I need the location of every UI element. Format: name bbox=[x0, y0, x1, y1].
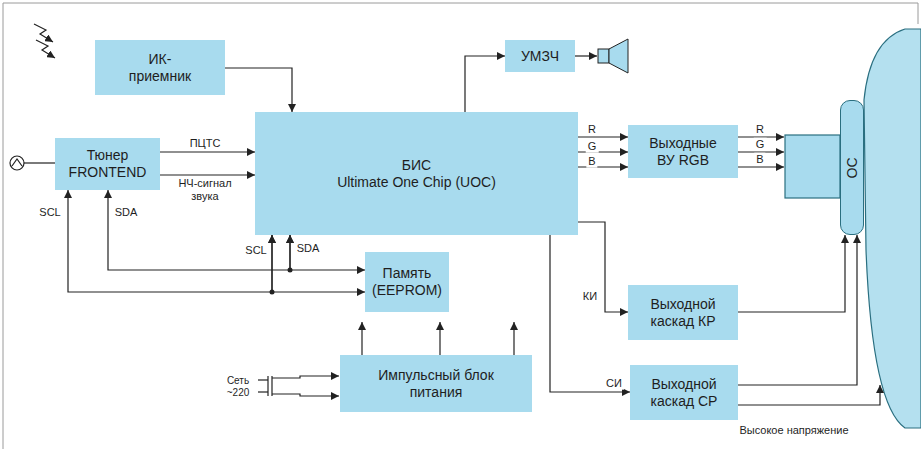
signal-label: G bbox=[586, 140, 599, 153]
frame bbox=[3, 3, 918, 449]
connector bbox=[225, 68, 292, 112]
node-text: Память (EEPROM) bbox=[371, 265, 443, 299]
signal-label: R bbox=[586, 123, 598, 136]
signal-label: ПЦТС bbox=[188, 137, 223, 150]
deflection-yoke: ОС bbox=[840, 100, 864, 235]
node-text: ИК- приемник bbox=[120, 51, 200, 85]
antenna-symbol bbox=[10, 156, 55, 170]
signal-label: SDA bbox=[295, 242, 322, 255]
node-text: Выходной каскад КР bbox=[640, 296, 726, 330]
power-outputs bbox=[362, 322, 514, 355]
mains-input bbox=[256, 376, 339, 396]
connector bbox=[738, 235, 845, 312]
crt-tube bbox=[785, 29, 921, 428]
frame-scan-box: Выходной каскад КР bbox=[628, 285, 738, 340]
memory-box: Память (EEPROM) bbox=[365, 252, 449, 312]
node-text: Импульсный блок питания bbox=[366, 367, 506, 401]
connector bbox=[272, 235, 365, 292]
connector bbox=[68, 190, 272, 292]
amplifier-box: УМЗЧ bbox=[505, 40, 575, 72]
signal-label: НЧ-сигнал звука bbox=[163, 177, 247, 202]
node-text: Выходной каскад СР bbox=[641, 376, 727, 410]
node-text: БИС bbox=[402, 157, 431, 174]
line-scan-box: Выходной каскад СР bbox=[630, 365, 738, 420]
connector bbox=[578, 136, 628, 137]
power-supply-box: Импульсный блок питания bbox=[340, 355, 532, 412]
node-text: УМЗЧ bbox=[521, 48, 559, 65]
signal-label: SDA bbox=[113, 206, 140, 219]
speaker-symbol bbox=[575, 39, 628, 73]
connector bbox=[578, 222, 628, 312]
connector bbox=[465, 56, 505, 112]
node-text: ОС bbox=[844, 157, 861, 178]
connector bbox=[160, 151, 255, 152]
connector bbox=[290, 235, 365, 270]
connector bbox=[738, 235, 857, 385]
signal-label: SCL bbox=[243, 244, 268, 257]
node-text: Тюнер FRONTEND bbox=[66, 147, 150, 181]
signal-label: B bbox=[754, 153, 765, 166]
video-amp-box: Выходные ВУ RGB bbox=[628, 125, 738, 178]
signal-label: SCL bbox=[37, 206, 62, 219]
chip-box: БИСUltimate One Chip (UOC) bbox=[255, 112, 578, 235]
tuner-box: Тюнер FRONTEND bbox=[55, 138, 160, 190]
connector bbox=[550, 235, 630, 392]
signal-label: B bbox=[586, 155, 597, 168]
node-text: Выходные ВУ RGB bbox=[641, 135, 725, 169]
signal-label: G bbox=[754, 138, 767, 151]
rgb-wires bbox=[738, 137, 784, 167]
signal-label: КИ bbox=[581, 290, 599, 303]
connector bbox=[160, 174, 255, 175]
signal-label: R bbox=[754, 123, 766, 136]
note-label: Высокое напряжение bbox=[737, 424, 850, 437]
receiver-box: ИК- приемник bbox=[95, 40, 225, 95]
node-text: Ultimate One Chip (UOC) bbox=[337, 174, 496, 191]
signal-label: СИ bbox=[604, 377, 624, 390]
note-label: Сеть ~220 bbox=[218, 375, 258, 398]
ir-rays bbox=[34, 24, 55, 58]
high-voltage-wire bbox=[738, 385, 880, 405]
